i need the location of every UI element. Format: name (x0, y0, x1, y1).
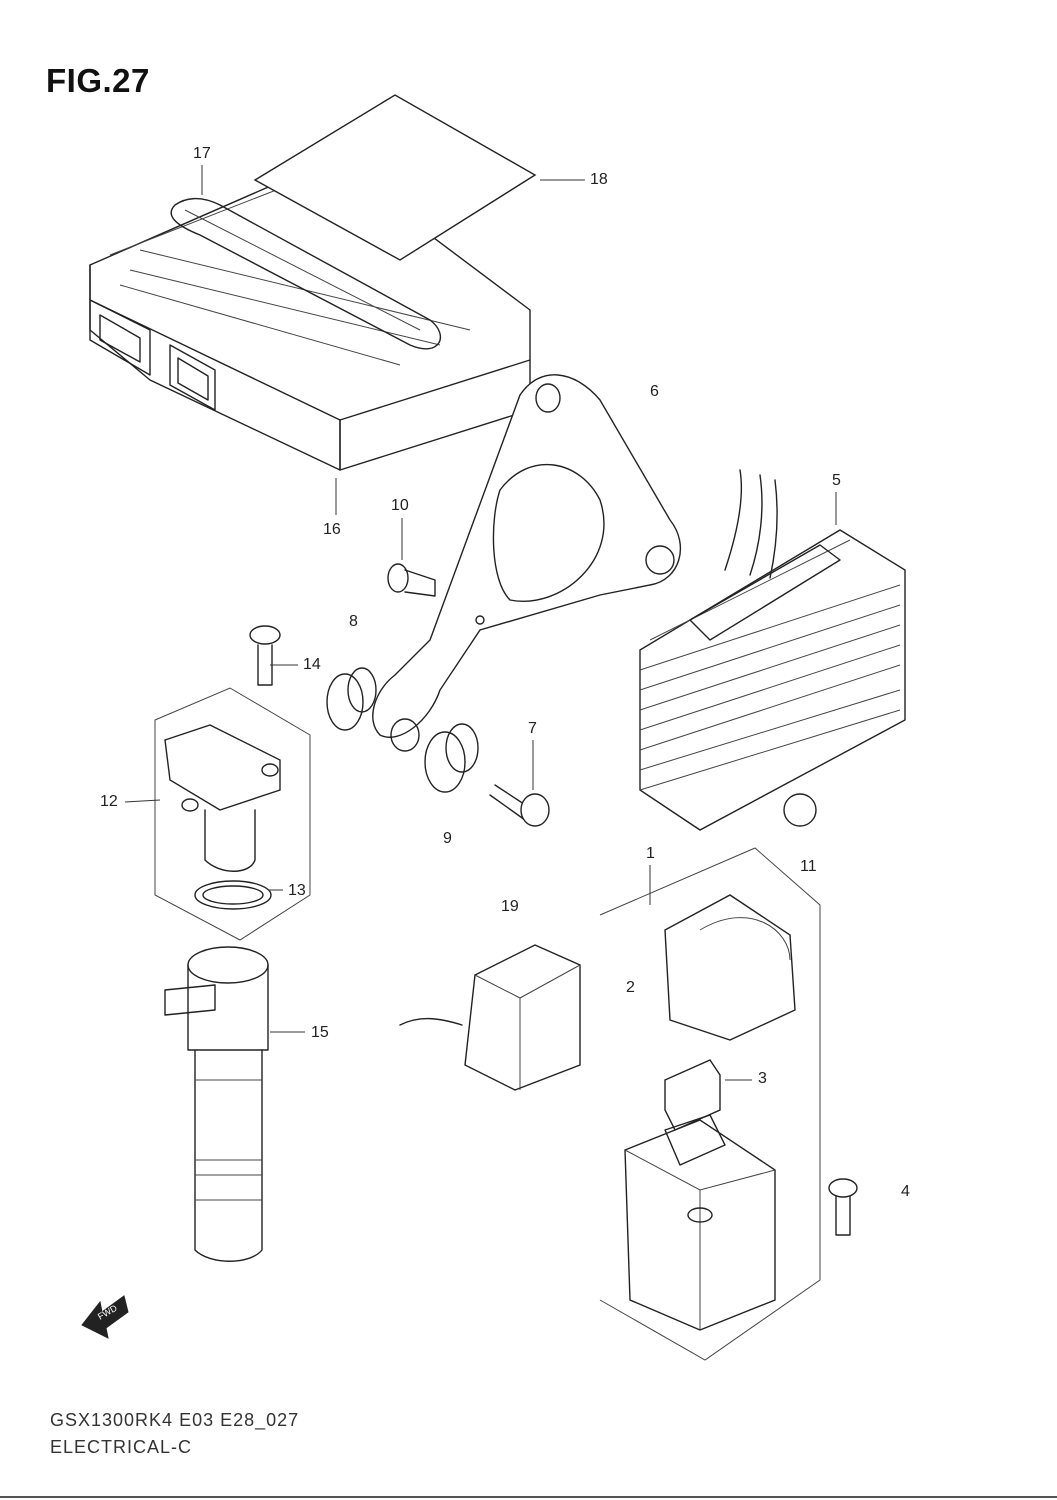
figure-title: FIG.27 (46, 62, 150, 99)
callout-16: 16 (323, 521, 341, 538)
collar-9 (424, 723, 479, 793)
callout-14: 14 (303, 656, 321, 673)
bolt-7 (489, 784, 550, 827)
cover-2 (664, 894, 796, 1041)
bolt-10 (387, 563, 436, 597)
bottom-border (0, 1496, 1057, 1498)
o-ring-13 (194, 880, 272, 910)
regulator-rectifier (639, 469, 906, 831)
callout-11: 11 (800, 858, 817, 875)
callout-19: 19 (501, 898, 519, 915)
fuse-3 (664, 1059, 721, 1131)
regulator-bracket (372, 374, 681, 752)
ecu-label-plate (253, 94, 537, 261)
fuse-box-body (624, 1114, 776, 1331)
callout-15: 15 (311, 1024, 329, 1041)
figure-name: ELECTRICAL-C (50, 1437, 193, 1457)
callout-3: 3 (758, 1070, 767, 1087)
ecu-seal-ring (170, 197, 441, 350)
callout-2: 2 (626, 979, 635, 996)
callout-12: 12 (100, 793, 118, 810)
bolt-14 (249, 625, 281, 686)
bolt-11 (783, 793, 817, 827)
callout-9: 9 (443, 830, 452, 847)
ignition-coil-15 (164, 946, 269, 1262)
callout-17: 17 (193, 145, 211, 162)
callout-13: 13 (288, 882, 306, 899)
fuse-box-frame (599, 847, 821, 1361)
bolt-4 (828, 1178, 858, 1236)
callout-8: 8 (349, 613, 358, 630)
callout-7: 7 (528, 720, 537, 737)
sensor-assembly-box (154, 687, 311, 941)
fwd-arrow-icon: FWD (81, 1295, 129, 1339)
callout-1: 1 (646, 845, 655, 862)
sensor-12 (164, 724, 281, 872)
callout-10: 10 (391, 497, 409, 514)
collar-8 (326, 667, 377, 731)
callout-4: 4 (901, 1183, 910, 1200)
figure-code: GSX1300RK4 E03 E28_027 (50, 1410, 300, 1430)
callout-5: 5 (832, 472, 841, 489)
relay-19 (399, 944, 581, 1091)
callout-6: 6 (650, 383, 659, 400)
callout-18: 18 (590, 171, 608, 188)
leader-lines (124, 165, 837, 1081)
